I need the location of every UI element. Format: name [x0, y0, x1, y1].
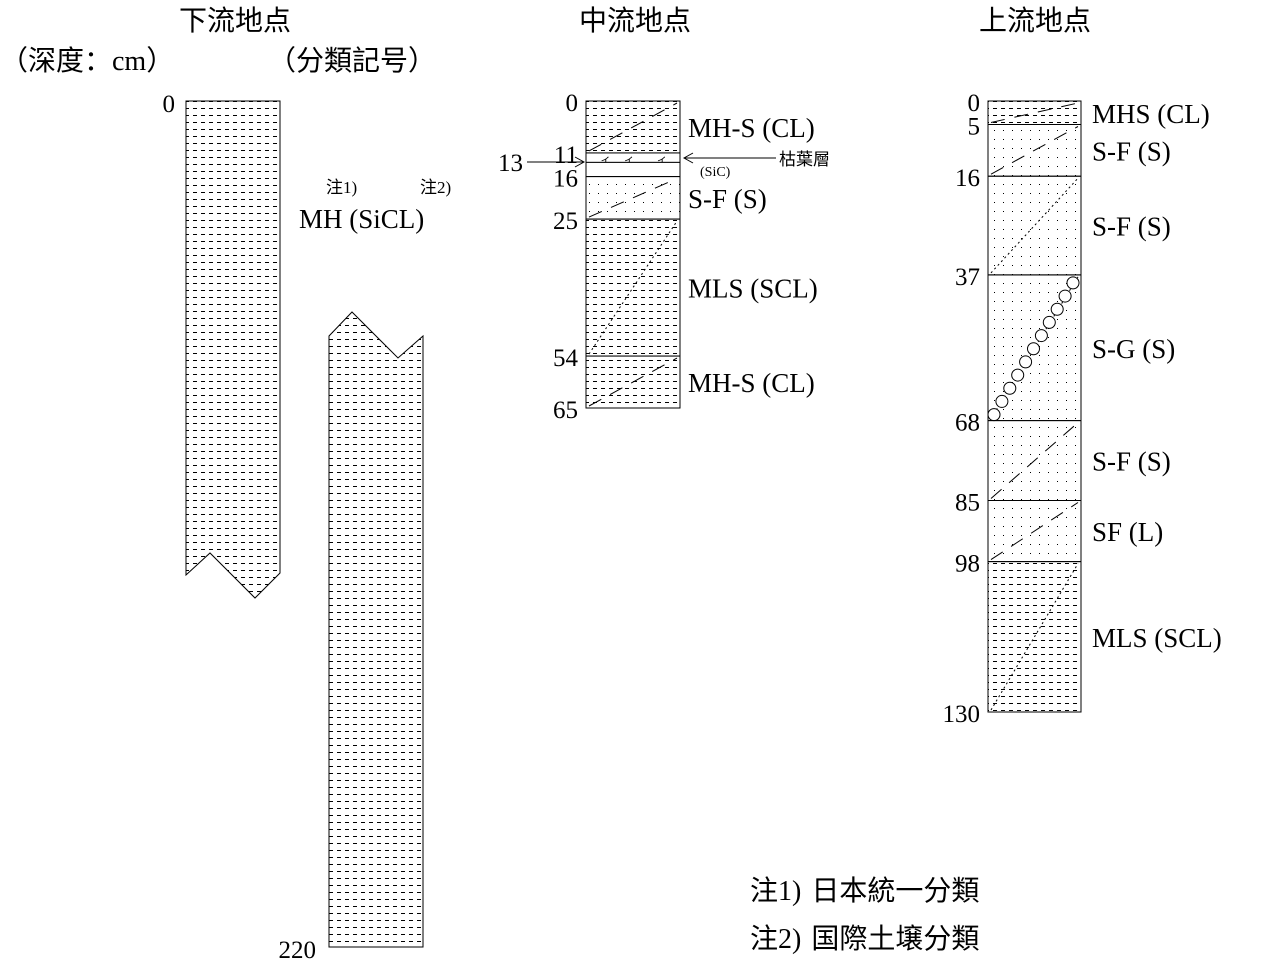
boundary-diagonal — [990, 422, 1079, 499]
note-1: 注1)日本統一分類 — [750, 875, 979, 907]
title-midstream: 中流地点 — [579, 5, 691, 37]
midstream-annotations: 13 枯葉層 (SiC) — [498, 150, 830, 180]
notes: 注1)日本統一分類 注2)国際土壌分類 — [750, 875, 979, 955]
litter-label: 枯葉層 — [779, 150, 830, 169]
boundary-diagonal — [990, 563, 1079, 711]
gravel-icon — [1003, 381, 1017, 395]
soil-layer — [585, 218, 681, 357]
gravel-icon — [995, 394, 1009, 408]
boundary-diagonal — [588, 102, 678, 152]
leaf-litter-icon: ィ — [657, 154, 668, 166]
gravel-icon — [1042, 315, 1056, 329]
gravel-icon — [1058, 289, 1072, 303]
depth-label: 37 — [955, 264, 980, 291]
depth-label: 65 — [553, 397, 578, 424]
depth-label-13: 13 — [498, 150, 523, 177]
gravel-icon — [1011, 368, 1025, 382]
depth-label: 220 — [279, 937, 317, 964]
soil-layer — [585, 161, 681, 178]
soil-layer — [987, 100, 1082, 125]
depth-label: 85 — [955, 490, 980, 517]
note-2: 注2)国際土壌分類 — [750, 923, 979, 955]
leaf-litter-icon: ィ — [600, 154, 611, 166]
depth-label: 0 — [968, 90, 981, 117]
subtitle-depth: （深度：cm） — [0, 45, 174, 77]
classification-label: MH (SiCL) — [299, 204, 424, 234]
midstream-column: MH-S (CL) ィ ィ ィ S-F (S) MLS (SCL) MH-S (CL) 0 11… — [553, 90, 818, 424]
gravel-icon — [1034, 329, 1048, 343]
depth-label: 5 — [968, 114, 981, 141]
arrow-head-icon — [682, 152, 694, 164]
depth-label: 68 — [955, 410, 980, 437]
classification-label: S-F (S) — [1092, 136, 1171, 166]
note1-marker: 注1) — [326, 178, 357, 197]
gravel-icon — [1027, 342, 1040, 356]
title-upstream: 上流地点 — [979, 5, 1091, 37]
classification-label: S-F (S) — [1092, 447, 1171, 477]
depth-label: 130 — [943, 701, 981, 728]
downstream-core-lower — [328, 311, 424, 948]
downstream-column: 0 220 注1) 注2) MH (SiCL) — [163, 91, 452, 964]
boundary-diagonal — [588, 178, 678, 218]
depth-label: 98 — [955, 551, 980, 578]
classification-label: MLS (SCL) — [688, 274, 818, 304]
depth-label: 54 — [553, 345, 579, 372]
boundary-diagonal — [990, 177, 1079, 274]
upstream-column: MHS (CL) S-F (S) S-F (S) S-G (S) S-F (S) SF (… — [943, 90, 1222, 728]
boundary-diagonal — [990, 126, 1079, 175]
classification-label: MHS (CL) — [1092, 99, 1210, 129]
arrow-head-icon — [574, 156, 586, 168]
classification-label: S-F (S) — [688, 184, 767, 214]
gravel-icon — [1050, 302, 1064, 316]
classification-label: S-F (S) — [1092, 212, 1171, 242]
depth-label: 16 — [955, 165, 980, 192]
classification-label: MH-S (CL) — [688, 368, 815, 398]
classification-label: S-G (S) — [1092, 334, 1175, 364]
subtitle-classification: （分類記号） — [268, 45, 436, 77]
classification-label: SF (L) — [1092, 517, 1163, 547]
depth-label: 25 — [553, 208, 578, 235]
gravel-icon — [1066, 276, 1080, 290]
title-downstream: 下流地点 — [179, 5, 291, 37]
boundary-diagonal — [588, 357, 678, 407]
soil-layer — [987, 175, 1082, 276]
depth-label: 0 — [163, 91, 176, 118]
classification-label: MLS (SCL) — [1092, 623, 1222, 653]
boundary-diagonal — [990, 502, 1079, 561]
boundary-diagonal — [990, 102, 1079, 123]
gravel-icon — [987, 408, 1001, 422]
leaf-litter-icon: ィ — [624, 154, 635, 166]
gravel-icon — [1019, 355, 1033, 369]
depth-label: 16 — [553, 166, 578, 193]
note2-marker: 注2) — [420, 178, 451, 197]
sic-label: (SiC) — [700, 165, 731, 180]
classification-label: MH-S (CL) — [688, 113, 815, 143]
downstream-core-upper — [185, 100, 281, 599]
depth-label: 0 — [566, 90, 579, 117]
boundary-diagonal — [588, 220, 678, 355]
depth-label: 11 — [554, 142, 578, 169]
